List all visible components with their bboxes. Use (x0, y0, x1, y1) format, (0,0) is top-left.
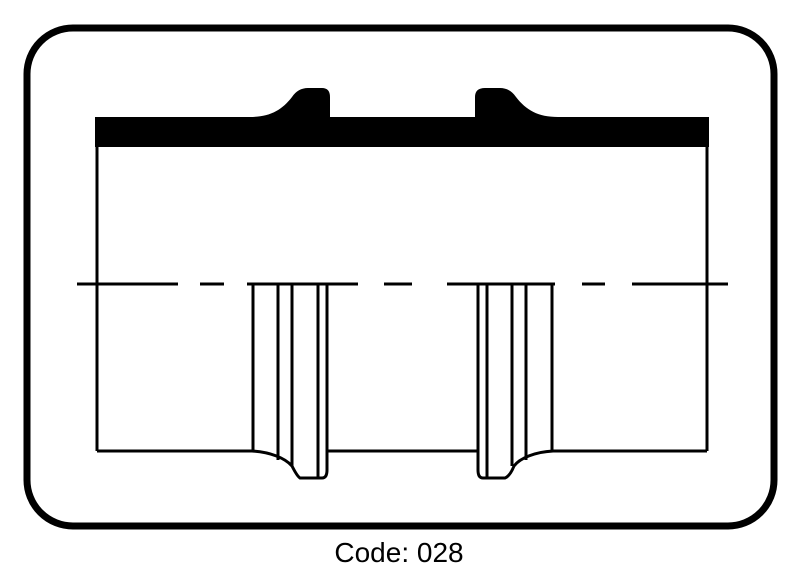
right-groove-lines (476, 284, 554, 478)
product-code-caption: Code: 028 (334, 537, 464, 568)
outer-frame (23, 24, 778, 530)
left-groove-lines (251, 284, 329, 478)
coupling-bottom-profile (97, 449, 707, 480)
coupling-top-wall (95, 88, 709, 147)
